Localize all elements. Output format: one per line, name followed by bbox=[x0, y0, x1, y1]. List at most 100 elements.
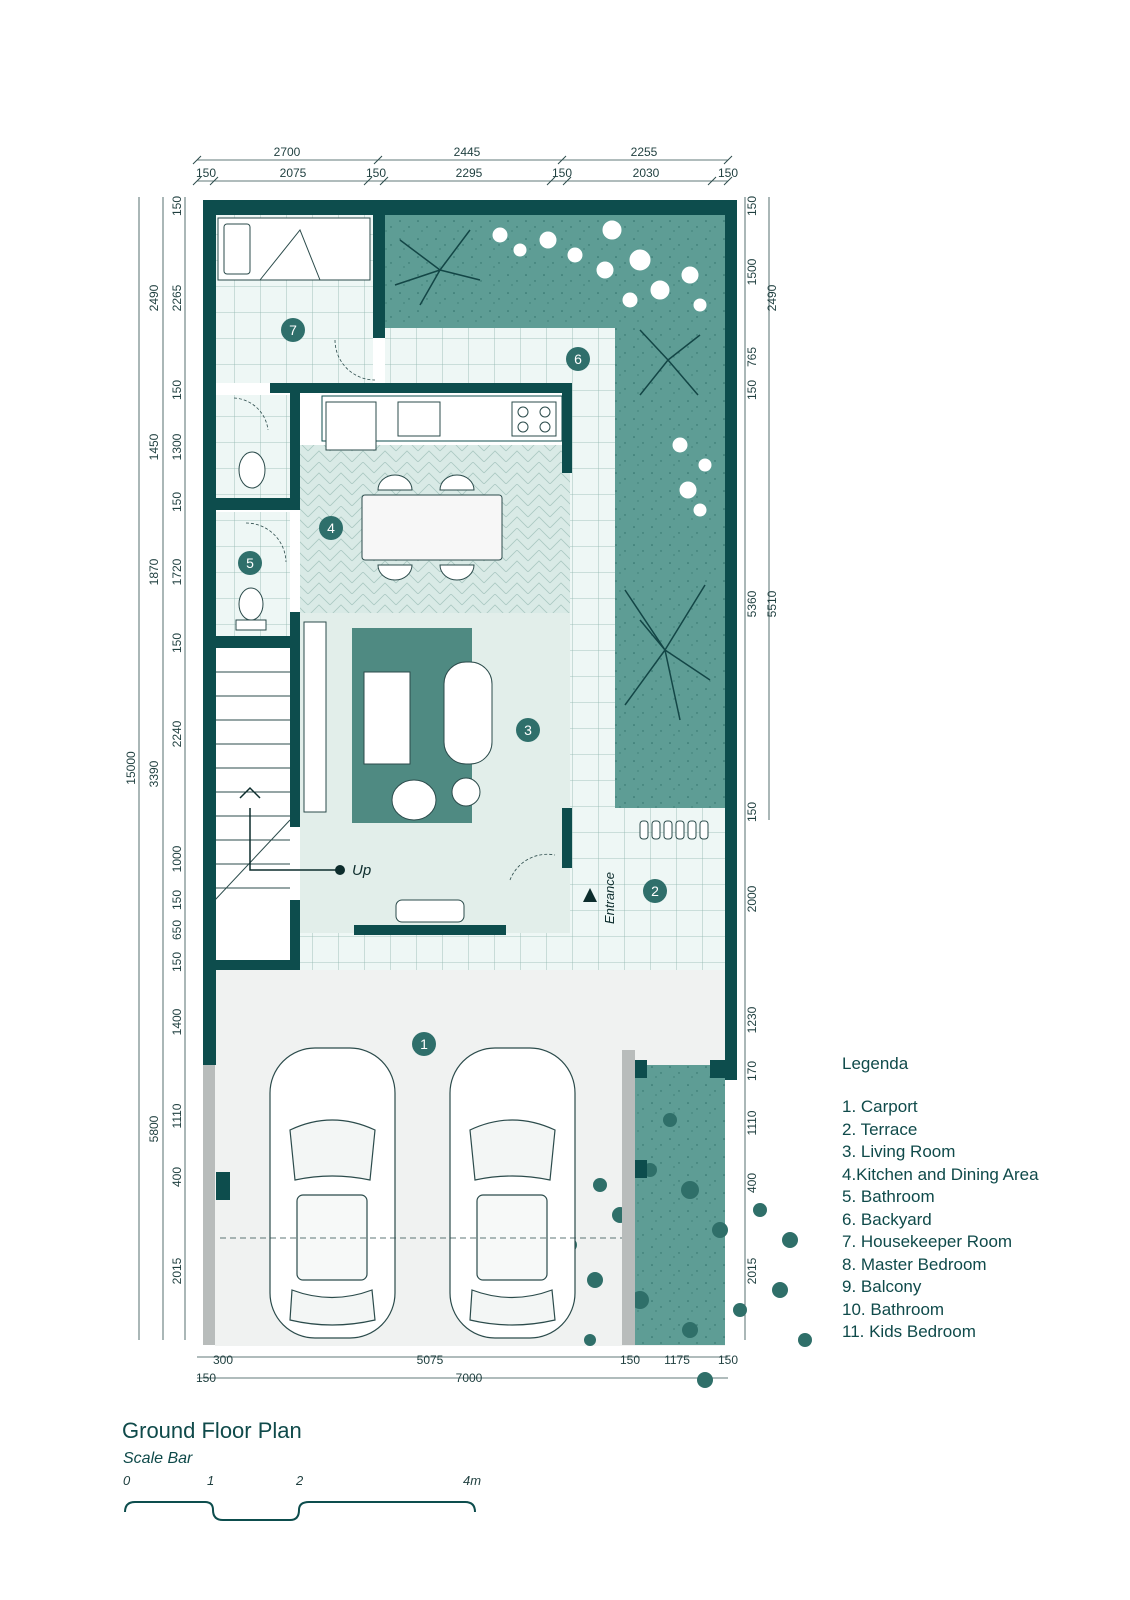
room-marker-3 bbox=[516, 718, 540, 742]
scale-tick-2: 2 bbox=[296, 1473, 304, 1488]
dim-left-inner-3: 150 bbox=[170, 380, 184, 400]
room-marker-6 bbox=[566, 347, 590, 371]
dim-top-inner-6: 2030 bbox=[633, 166, 660, 180]
dim-left-outer-2: 1450 bbox=[147, 433, 161, 460]
plant-palm-1 bbox=[394, 229, 481, 306]
scale-bar bbox=[124, 1501, 476, 1521]
stair-treads bbox=[214, 671, 291, 901]
legend-item-housekeeper-room: 7. Housekeeper Room bbox=[842, 1232, 1013, 1251]
legend-item-carport: 1. Carport bbox=[842, 1097, 918, 1116]
dim-left-inner-10: 150 bbox=[170, 890, 184, 910]
room-marker-4 bbox=[319, 516, 343, 540]
side-corridor-floor bbox=[570, 388, 615, 808]
dimension-ticks bbox=[192, 155, 733, 186]
sofa bbox=[443, 661, 493, 765]
room-number-4: 4 bbox=[327, 520, 335, 536]
dim-bottom-inner-2: 5075 bbox=[417, 1353, 444, 1367]
dim-left-outer-3: 1870 bbox=[147, 558, 161, 585]
stair-up-label: Up bbox=[352, 862, 371, 879]
stair-up-arrow bbox=[239, 786, 340, 871]
dining-chairs bbox=[377, 474, 475, 581]
side-table bbox=[451, 777, 481, 807]
entrance-label: Entrance bbox=[602, 872, 617, 924]
garden-backyard bbox=[385, 213, 725, 328]
shoe-rack bbox=[639, 820, 709, 840]
garden-carport bbox=[635, 1065, 725, 1345]
dim-left-inner-12: 150 bbox=[170, 952, 184, 972]
carport-left-boundary bbox=[203, 1065, 215, 1345]
dim-right-inner-8: 1230 bbox=[745, 1006, 759, 1033]
stair-up-dot bbox=[335, 865, 345, 875]
legend: Legenda 1. Carport 2. Terrace 3. Living … bbox=[842, 1054, 1122, 1344]
dim-right-inner-10: 1110 bbox=[745, 1110, 759, 1135]
toilet-tank bbox=[235, 619, 267, 631]
dim-left-inner-5: 150 bbox=[170, 492, 184, 512]
room-number-1: 1 bbox=[420, 1036, 428, 1052]
scale-tick-1: 1 bbox=[207, 1473, 215, 1488]
stairs-floor bbox=[215, 648, 290, 928]
dim-right-outer-2: 5510 bbox=[765, 590, 779, 617]
plant-palm-2 bbox=[624, 329, 711, 721]
dining-table bbox=[361, 494, 503, 561]
dim-left-inner-1: 150 bbox=[170, 196, 184, 216]
room-marker-1 bbox=[412, 1032, 436, 1056]
dim-right-inner-3: 765 bbox=[745, 347, 759, 367]
dim-left-inner-9: 1000 bbox=[170, 845, 184, 872]
dim-left-inner-4: 1300 bbox=[170, 433, 184, 460]
dim-left-outer-4: 3390 bbox=[147, 760, 161, 787]
dim-bottom-inner-4: 1175 bbox=[664, 1353, 690, 1367]
legend-title: Legenda bbox=[842, 1054, 909, 1073]
room-marker-5 bbox=[238, 551, 262, 575]
dim-left-total: 15000 bbox=[124, 751, 138, 785]
room-markers: 1 2 3 4 5 6 7 bbox=[238, 318, 667, 1056]
dim-bottom-inner-3: 150 bbox=[620, 1353, 640, 1367]
dimension-lines bbox=[138, 159, 770, 1379]
dim-left-inner-11: 650 bbox=[170, 920, 184, 940]
garden-side bbox=[615, 328, 725, 808]
dim-right-outer-1: 2490 bbox=[765, 284, 779, 311]
bottom-dimensions: 300 5075 150 1175 150 150 7000 bbox=[196, 1353, 738, 1385]
entry-bench bbox=[395, 899, 465, 923]
squat-toilet bbox=[238, 451, 266, 489]
room-marker-2 bbox=[643, 879, 667, 903]
dim-bottom-inner-5: 150 bbox=[718, 1353, 738, 1367]
left-dimensions: 15000 2490 1450 1870 3390 5800 150 2265 … bbox=[124, 196, 184, 1285]
dim-left-outer-5: 5800 bbox=[147, 1115, 161, 1142]
kitchen-sink bbox=[397, 401, 441, 437]
toilet bbox=[238, 587, 264, 621]
dim-right-inner-11: 400 bbox=[745, 1173, 759, 1193]
kitchen-stove bbox=[511, 401, 557, 437]
legend-list: 1. Carport 2. Terrace 3. Living Room 4.K… bbox=[842, 1096, 1122, 1344]
right-dimensions: 2490 5510 150 1500 765 150 5360 150 2000… bbox=[745, 196, 779, 1285]
plant-flowers bbox=[491, 219, 713, 518]
dim-left-inner-2: 2265 bbox=[170, 284, 184, 311]
bed-blanket-fold bbox=[259, 229, 321, 281]
room-number-7: 7 bbox=[289, 322, 297, 338]
room-marker-7 bbox=[281, 318, 305, 342]
room-number-3: 3 bbox=[524, 722, 532, 738]
car-right bbox=[449, 1047, 576, 1339]
dim-top-outer-3: 2255 bbox=[631, 145, 658, 159]
dim-left-inner-8: 2240 bbox=[170, 720, 184, 747]
bed-pillow bbox=[223, 223, 251, 275]
dim-top-inner-7: 150 bbox=[718, 166, 738, 180]
room-number-6: 6 bbox=[574, 351, 582, 367]
plan-title: Ground Floor Plan bbox=[122, 1418, 302, 1443]
legend-item-kitchen-dining: 4.Kitchen and Dining Area bbox=[842, 1164, 1039, 1184]
dim-right-inner-2: 1500 bbox=[745, 258, 759, 285]
dim-right-inner-9: 170 bbox=[745, 1061, 759, 1081]
dim-left-inner-16: 2015 bbox=[170, 1257, 184, 1284]
dim-left-inner-13: 1400 bbox=[170, 1008, 184, 1035]
top-dimensions: 2700 2445 2255 150 2075 150 2295 150 203… bbox=[196, 145, 738, 180]
dim-top-inner-5: 150 bbox=[552, 166, 572, 180]
fridge bbox=[325, 401, 377, 451]
dim-left-inner-6: 1720 bbox=[170, 558, 184, 585]
legend-item-living-room: 3. Living Room bbox=[842, 1142, 956, 1161]
room-number-2: 2 bbox=[651, 883, 659, 899]
scale-bar-title: Scale Bar bbox=[123, 1450, 193, 1467]
dim-bottom-outer-2: 7000 bbox=[456, 1371, 483, 1385]
room-number-5: 5 bbox=[246, 555, 254, 571]
coffee-table bbox=[363, 671, 411, 765]
legend-item-bathroom-2: 10. Bathroom bbox=[842, 1299, 945, 1319]
